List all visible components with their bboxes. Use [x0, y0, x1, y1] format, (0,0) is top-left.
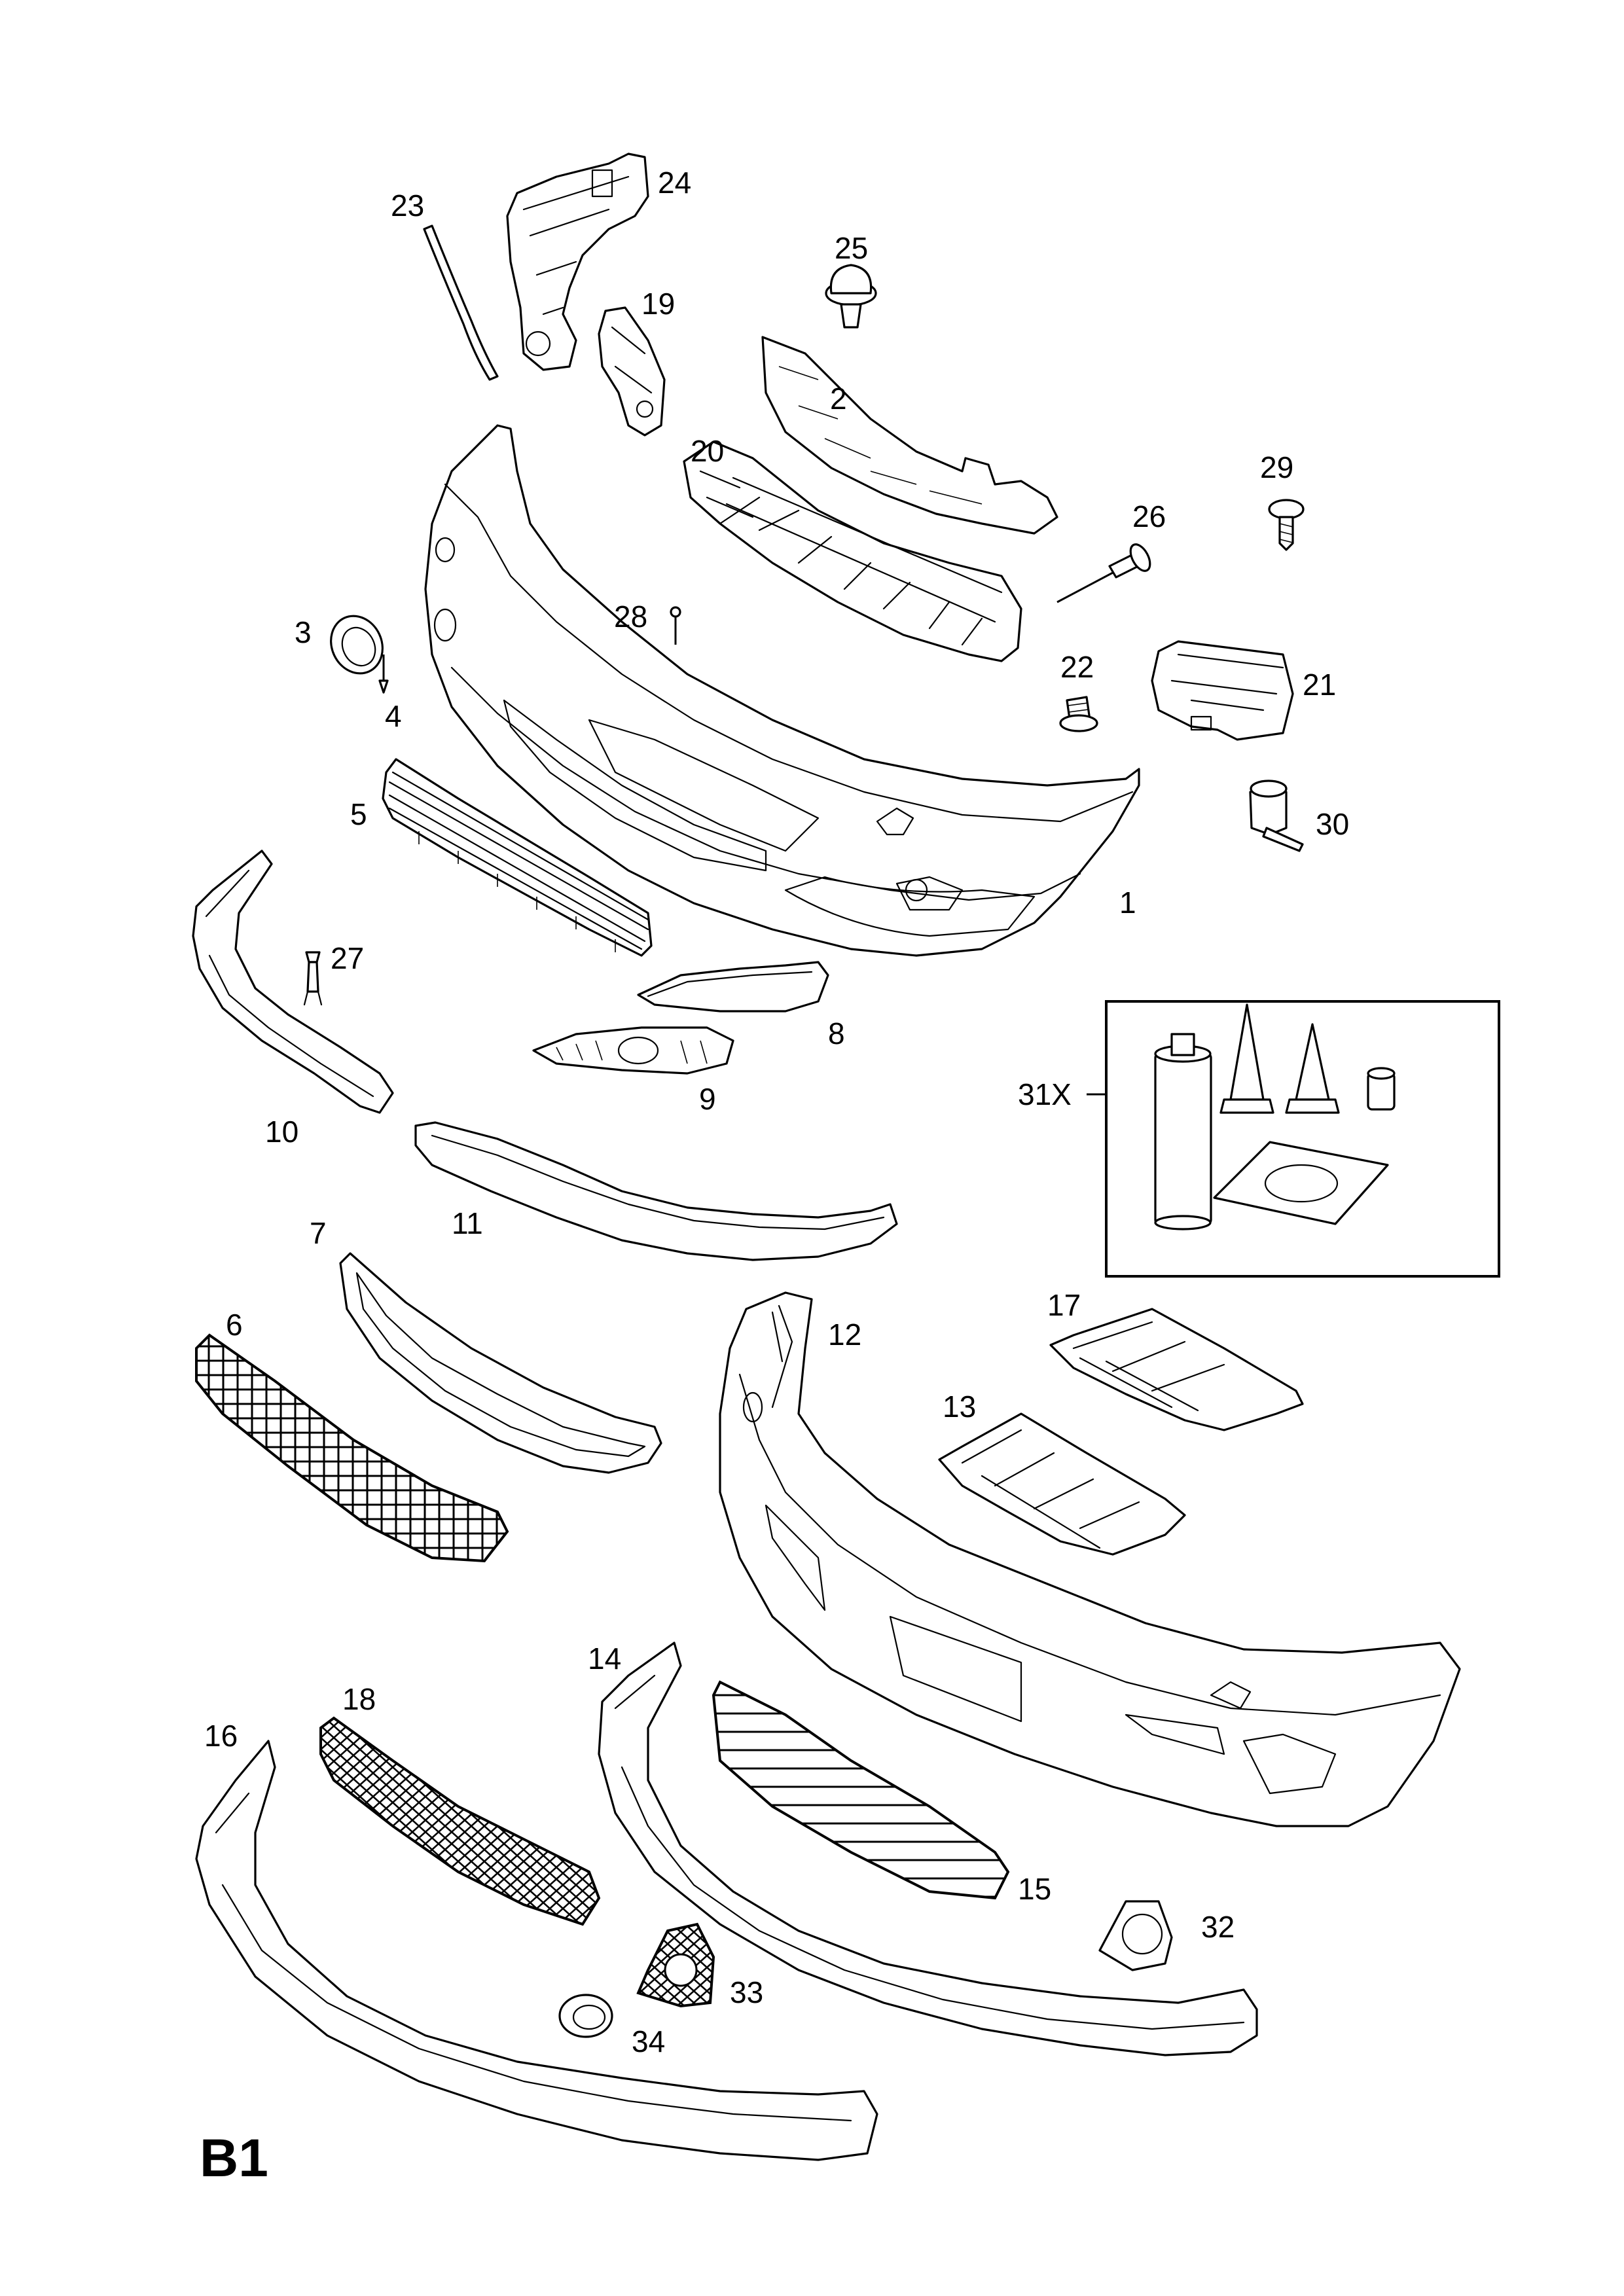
part-34-fog-cover-cap	[558, 1994, 613, 2038]
callout-30: 30	[1316, 807, 1349, 841]
part-20-impact-bar	[683, 440, 1022, 662]
callout-29: 29	[1260, 450, 1293, 484]
callout-10: 10	[265, 1115, 298, 1149]
callout-2: 2	[830, 382, 847, 416]
callout-15: 15	[1018, 1872, 1051, 1906]
callout-19: 19	[641, 287, 675, 321]
part-6-mesh-grille	[195, 1333, 509, 1563]
callout-14: 14	[588, 1641, 621, 1676]
callout-33: 33	[730, 1975, 763, 2009]
part-8-fog-trim-plain	[637, 961, 829, 1013]
part-27-push-pin	[303, 951, 323, 1006]
part-28-pin	[670, 606, 681, 645]
callout-3: 3	[295, 615, 312, 649]
part-5-upper-grille	[382, 758, 653, 957]
part-32-fog-lamp-bezel	[1098, 1900, 1173, 1971]
part-22-bolt	[1059, 696, 1098, 732]
callout-25: 25	[835, 231, 868, 265]
callout-18: 18	[342, 1682, 376, 1716]
callout-22: 22	[1060, 650, 1094, 684]
part-33-fog-lamp-bezel	[636, 1922, 715, 2008]
callout-21: 21	[1303, 668, 1336, 702]
part-3-emblem-cover	[330, 615, 384, 675]
part-1-front-bumper-cover	[424, 424, 1140, 957]
callout-12: 12	[828, 1318, 861, 1352]
page-code: B1	[200, 2128, 268, 2188]
part-19-small-bracket	[598, 306, 666, 437]
part-24-mounting-bracket	[506, 152, 649, 371]
part-12-front-bumper-cover-variant	[719, 1291, 1461, 1827]
callout-34: 34	[632, 2024, 665, 2058]
callout-20: 20	[691, 434, 724, 468]
part-25-clip	[825, 264, 877, 329]
part-31x-repair-kit	[1087, 1000, 1500, 1278]
part-18-hex-grille	[319, 1716, 601, 1926]
callout-13: 13	[943, 1390, 976, 1424]
part-7-grille-frame	[339, 1252, 662, 1474]
callout-8: 8	[828, 1016, 845, 1050]
part-16-lower-spoiler	[195, 1740, 878, 2161]
callout-23: 23	[391, 188, 424, 223]
part-29-screw	[1268, 499, 1305, 551]
part-2-energy-absorber	[761, 336, 1058, 535]
callout-9: 9	[699, 1082, 716, 1116]
part-14-lower-spoiler	[598, 1641, 1258, 2056]
part-23-trim-strip	[423, 224, 499, 381]
part-26-rivet	[1056, 543, 1151, 603]
callout-5: 5	[350, 797, 367, 831]
part-13-undertray	[938, 1412, 1186, 1556]
part-9-fog-trim-with-hole	[532, 1026, 734, 1075]
callout-1: 1	[1119, 886, 1136, 920]
callout-28: 28	[614, 600, 647, 634]
part-11-front-lip	[414, 1121, 898, 1261]
callout-7: 7	[310, 1216, 327, 1250]
callout-27: 27	[331, 941, 364, 975]
part-17-undertray	[1049, 1308, 1304, 1431]
part-15-slat-grille	[712, 1680, 1010, 1900]
callout-16: 16	[204, 1719, 238, 1753]
callout-labels: 23 24 25 19 2 20 29 26 28 3 4 22 21 5 30…	[200, 166, 1349, 2188]
part-30-clip-nut	[1249, 780, 1304, 852]
callout-6: 6	[226, 1308, 243, 1342]
callout-4: 4	[385, 699, 402, 733]
callout-11: 11	[452, 1206, 483, 1240]
part-21-side-bracket	[1151, 640, 1294, 741]
callout-24: 24	[658, 166, 691, 200]
callout-32: 32	[1201, 1910, 1235, 1944]
callout-31x: 31X	[1018, 1077, 1072, 1111]
part-4-pin	[378, 655, 389, 694]
callout-26: 26	[1132, 499, 1166, 533]
part-10-lower-spoiler	[192, 850, 394, 1114]
callout-17: 17	[1047, 1288, 1081, 1322]
